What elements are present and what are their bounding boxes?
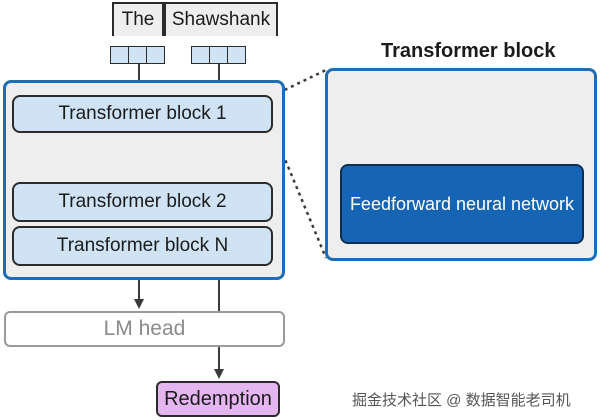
lm-head: LM head	[4, 311, 285, 347]
detail-panel-title: Transformer block	[381, 40, 556, 62]
transformer-block-1: Transformer block 1	[12, 95, 273, 133]
watermark-text: 掘金技术社区 @ 数据智能老司机	[352, 392, 571, 409]
feedforward-network-box: Feedforward neural network	[340, 164, 584, 244]
embedding-cell	[110, 46, 129, 64]
transformer-block-n: Transformer block N	[12, 226, 273, 266]
transformer-block-2: Transformer block 2	[12, 182, 273, 222]
token-the: The	[112, 2, 164, 36]
token-shawshank: Shawshank	[164, 2, 278, 36]
embedding-cell	[209, 46, 228, 64]
output-token-redemption: Redemption	[156, 381, 280, 417]
embedding-cell	[146, 46, 165, 64]
embedding-cell	[191, 46, 210, 64]
embedding-cell	[128, 46, 147, 64]
embedding-cell	[227, 46, 246, 64]
